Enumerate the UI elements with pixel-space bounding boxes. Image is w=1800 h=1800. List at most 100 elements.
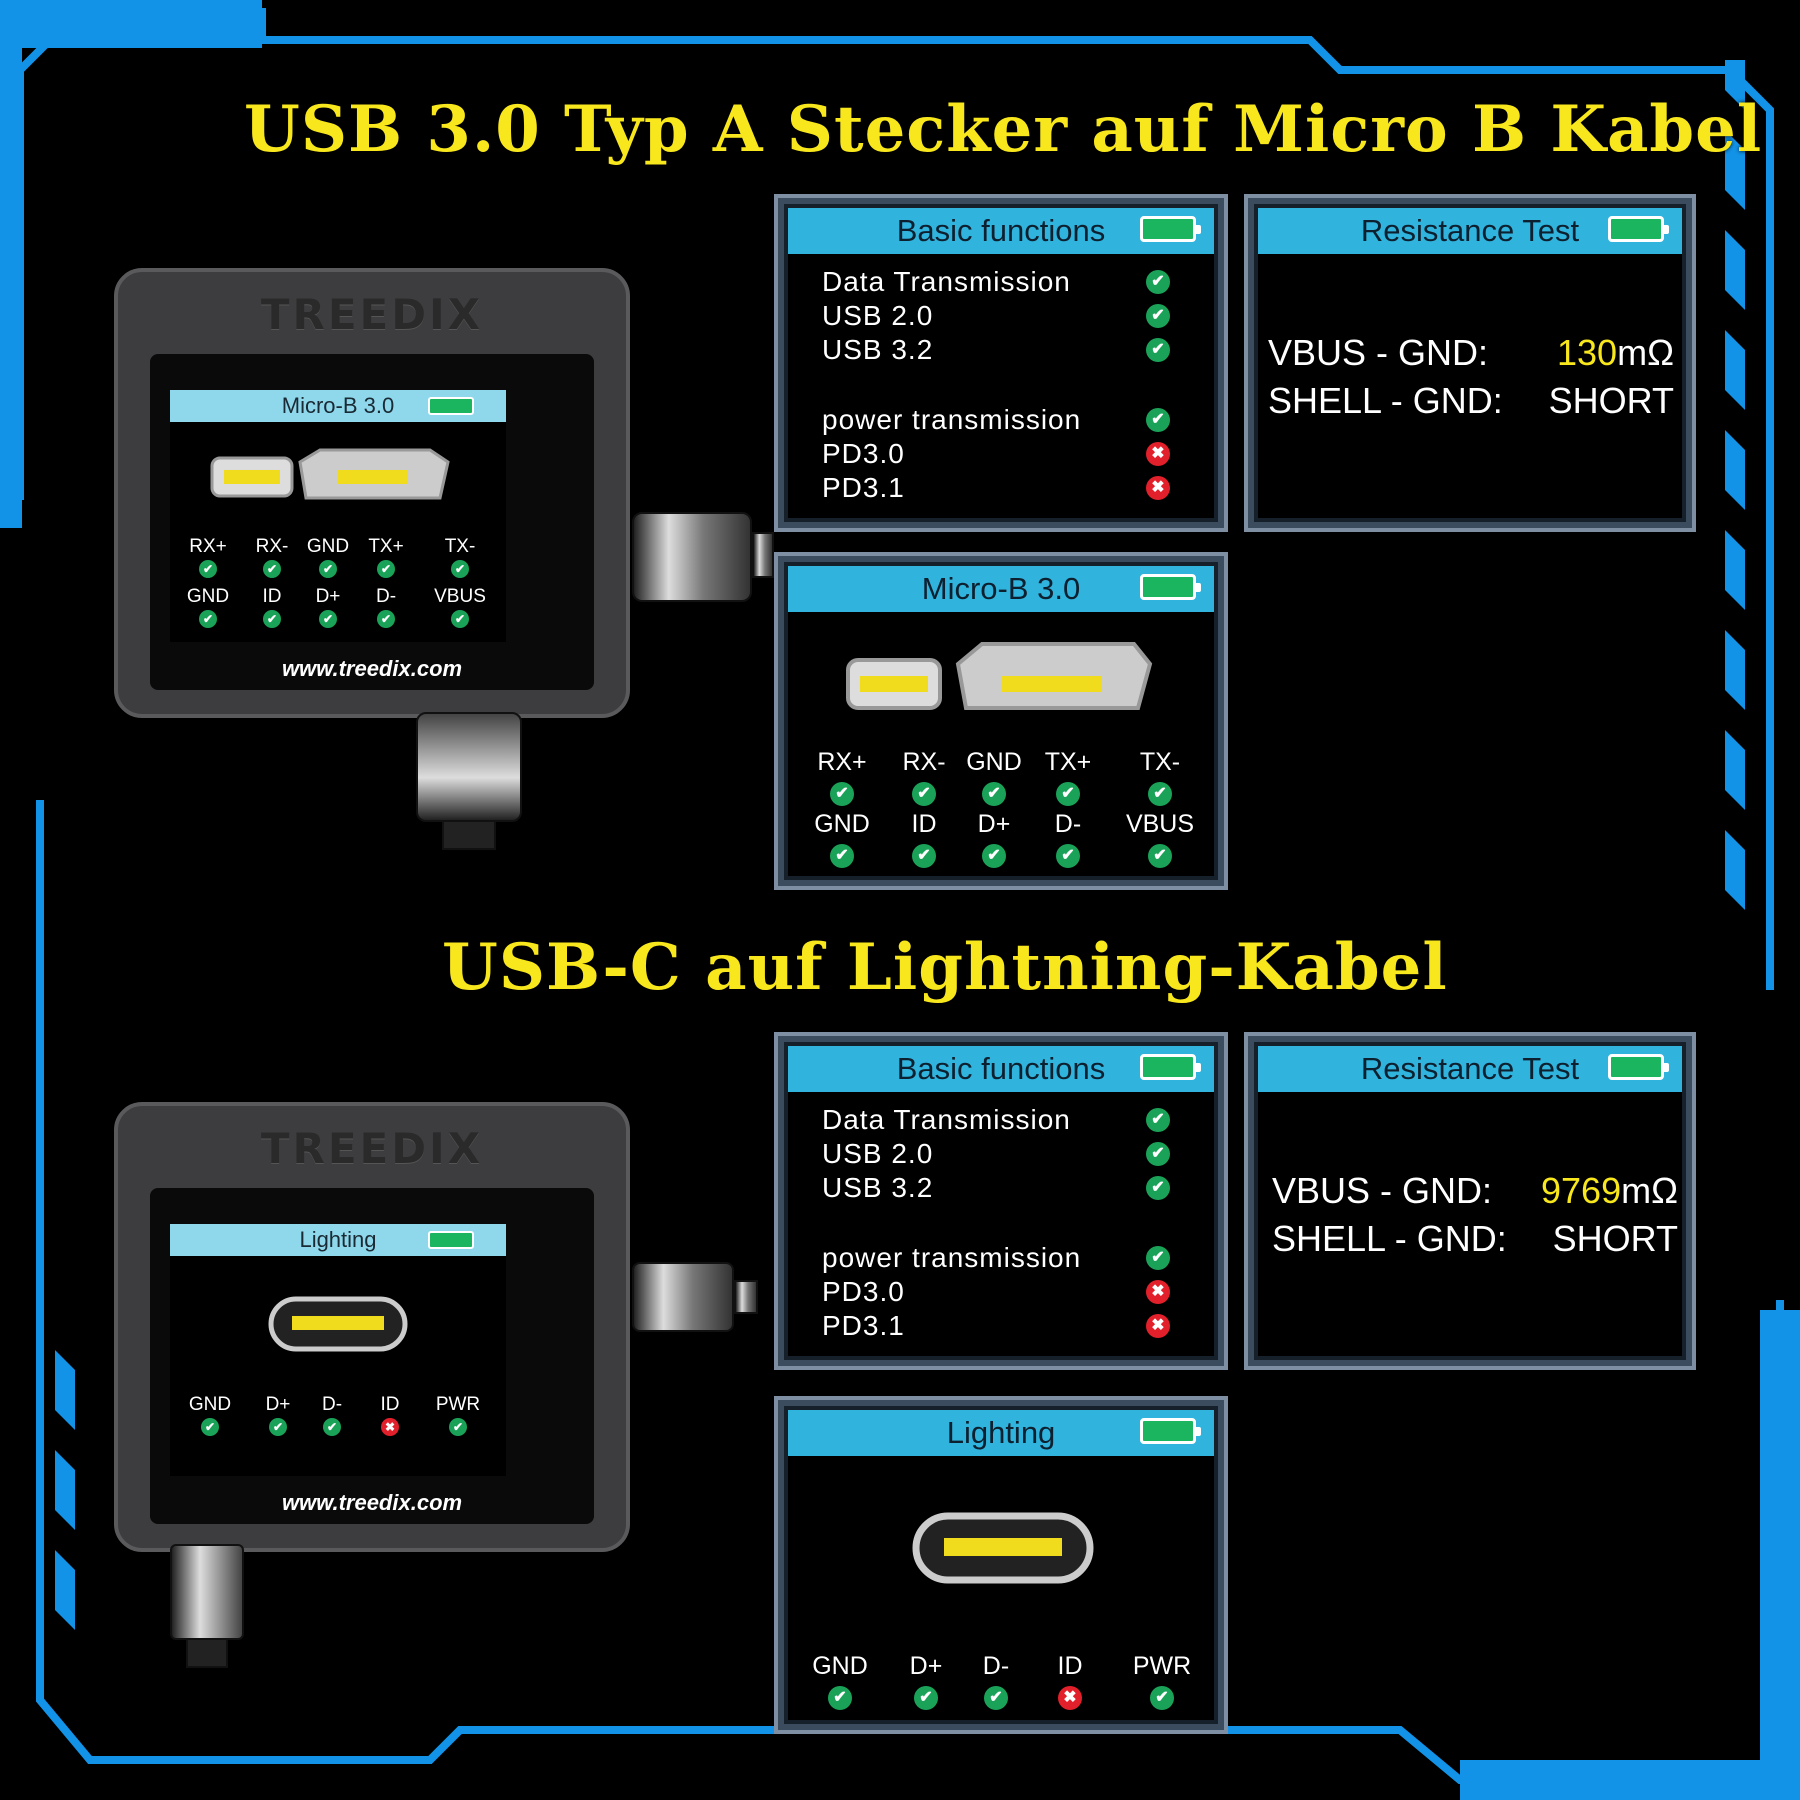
brand-logo: TREEDIX: [260, 290, 484, 339]
check-circle-icon: ✔: [451, 560, 469, 578]
pin-label: PWR: [1132, 1652, 1192, 1680]
pin-label: TX+: [1044, 748, 1092, 776]
basic-functions-list: Data Transmission ✔ USB 2.0 ✔ USB 3.2 ✔ power …: [788, 254, 1214, 518]
x-circle-icon: ✖: [1058, 1686, 1082, 1710]
section2-title: USB-C auf Lightning-Kabel: [442, 930, 1448, 1005]
check-circle-icon: ✔: [1146, 1108, 1170, 1132]
cable-plug-tip: [442, 820, 496, 850]
battery-icon: [1140, 1418, 1201, 1444]
basic-functions-panel: Basic functions Data Transmission✔USB 2.…: [774, 194, 1228, 532]
pin-label: D+: [909, 1652, 943, 1680]
pin-label: TX-: [444, 536, 476, 557]
pin-label: GND: [188, 1394, 232, 1415]
check-circle-icon: ✔: [377, 610, 395, 628]
function-label: USB 3.2: [822, 334, 934, 365]
check-circle-icon: ✔: [1146, 1176, 1170, 1200]
panel-title: Lighting: [946, 1415, 1056, 1450]
pin-label: D-: [1054, 810, 1082, 838]
pin-label: D+: [315, 586, 341, 607]
vbus-gnd-unit: mΩ: [1621, 1170, 1678, 1211]
pin-label: ID: [1057, 1652, 1083, 1680]
function-label: USB 2.0: [822, 1138, 934, 1169]
check-circle-icon: ✔: [1056, 782, 1080, 806]
check-circle-icon: ✔: [377, 560, 395, 578]
pinout-panel: Micro-B 3.0 RX+✔RX-✔GND✔TX+✔TX-✔GND✔ID✔D…: [774, 552, 1228, 890]
battery-icon: [1140, 574, 1201, 600]
usb-c-connector-icon: [912, 1512, 1094, 1584]
check-circle-icon: ✔: [319, 560, 337, 578]
battery-icon: [1608, 216, 1669, 242]
pin-label: D+: [977, 810, 1011, 838]
tester-device: TREEDIX Lighting GND✔D+✔D-✔ID✖PWR✔ www.t…: [114, 1102, 630, 1552]
panel-title: Micro-B 3.0: [921, 571, 1081, 606]
function-label: Data Transmission: [822, 266, 1071, 297]
function-label: power transmission: [822, 404, 1082, 435]
check-circle-icon: ✔: [912, 844, 936, 868]
resistance-test-panel: Resistance Test VBUS - GND: 9769mΩ SHELL…: [1244, 1032, 1696, 1370]
vbus-gnd-unit: mΩ: [1617, 332, 1674, 373]
pin-grid: RX+✔RX-✔GND✔TX+✔TX-✔GND✔ID✔D+✔D-✔VBUS✔: [788, 612, 1214, 876]
pin-label: RX-: [902, 748, 946, 776]
check-circle-icon: ✔: [449, 1418, 467, 1436]
resistance-values: VBUS - GND: 130mΩ SHELL - GND: SHORT: [1258, 254, 1682, 518]
vbus-gnd-label: VBUS - GND:: [1268, 332, 1489, 373]
check-circle-icon: ✔: [199, 560, 217, 578]
check-circle-icon: ✔: [830, 844, 854, 868]
cable-plug-tip: [734, 1280, 758, 1314]
pin-label: GND: [186, 586, 230, 607]
panel-title: Resistance Test: [1360, 1051, 1580, 1086]
check-circle-icon: ✔: [1146, 408, 1170, 432]
check-circle-icon: ✔: [269, 1418, 287, 1436]
function-label: USB 3.2: [822, 1172, 934, 1203]
x-circle-icon: ✖: [1146, 1280, 1170, 1304]
function-label: USB 2.0: [822, 300, 934, 331]
pin-label: ID: [380, 1394, 400, 1415]
shell-gnd-value: SHORT: [1548, 380, 1674, 421]
pin-label: GND: [966, 748, 1022, 776]
check-circle-icon: ✔: [1146, 304, 1170, 328]
cable-plug: [416, 712, 522, 822]
vbus-gnd-value: 9769mΩ: [1541, 1170, 1678, 1212]
check-circle-icon: ✔: [319, 610, 337, 628]
device-screen-title: Lighting: [299, 1227, 377, 1252]
cable-plug: [632, 512, 752, 602]
usb-c-connector-icon: [268, 1296, 408, 1352]
device-lcd: Micro-B 3.0 RX+✔RX-✔GND✔TX+✔TX-✔GND✔ID✔D…: [170, 390, 506, 642]
shell-gnd-label: SHELL - GND:: [1272, 1218, 1507, 1259]
x-circle-icon: ✖: [1146, 1314, 1170, 1338]
function-label: PD3.0: [822, 438, 905, 469]
device-website: www.treedix.com: [281, 1490, 463, 1515]
check-circle-icon: ✔: [828, 1686, 852, 1710]
cable-plug: [632, 1262, 734, 1332]
pin-grid: GND✔D+✔D-✔ID✖PWR✔: [788, 1456, 1214, 1720]
panel-title: Resistance Test: [1360, 213, 1580, 248]
vbus-gnd-number: 9769: [1541, 1170, 1622, 1211]
function-label: PD3.0: [822, 1276, 905, 1307]
device-website: www.treedix.com: [281, 656, 463, 681]
check-circle-icon: ✔: [830, 782, 854, 806]
check-circle-icon: ✔: [201, 1418, 219, 1436]
vbus-gnd-number: 130: [1557, 332, 1618, 373]
device-screen-title: Micro-B 3.0: [281, 393, 395, 418]
pin-label: ID: [911, 810, 937, 838]
cable-plug: [170, 1544, 244, 1640]
cable-plug-tip: [752, 532, 774, 578]
pin-label: PWR: [435, 1394, 481, 1415]
check-circle-icon: ✔: [1146, 338, 1170, 362]
check-circle-icon: ✔: [1150, 1686, 1174, 1710]
pin-label: TX+: [368, 536, 404, 557]
battery-icon: [1140, 216, 1201, 242]
check-circle-icon: ✔: [912, 782, 936, 806]
pin-label: D-: [982, 1652, 1010, 1680]
pin-label: VBUS: [1125, 810, 1195, 838]
section1-title: USB 3.0 Typ A Stecker auf Micro B Kabel: [244, 92, 1763, 167]
vbus-gnd-label: VBUS - GND:: [1272, 1170, 1493, 1211]
function-label: power transmission: [822, 1242, 1082, 1273]
pin-label: VBUS: [434, 586, 486, 607]
brand-logo: TREEDIX: [260, 1124, 484, 1173]
check-circle-icon: ✔: [984, 1686, 1008, 1710]
pin-label: D-: [321, 1394, 343, 1415]
resistance-test-panel: Resistance Test VBUS - GND: 130mΩ SHELL …: [1244, 194, 1696, 532]
check-circle-icon: ✔: [1146, 1142, 1170, 1166]
